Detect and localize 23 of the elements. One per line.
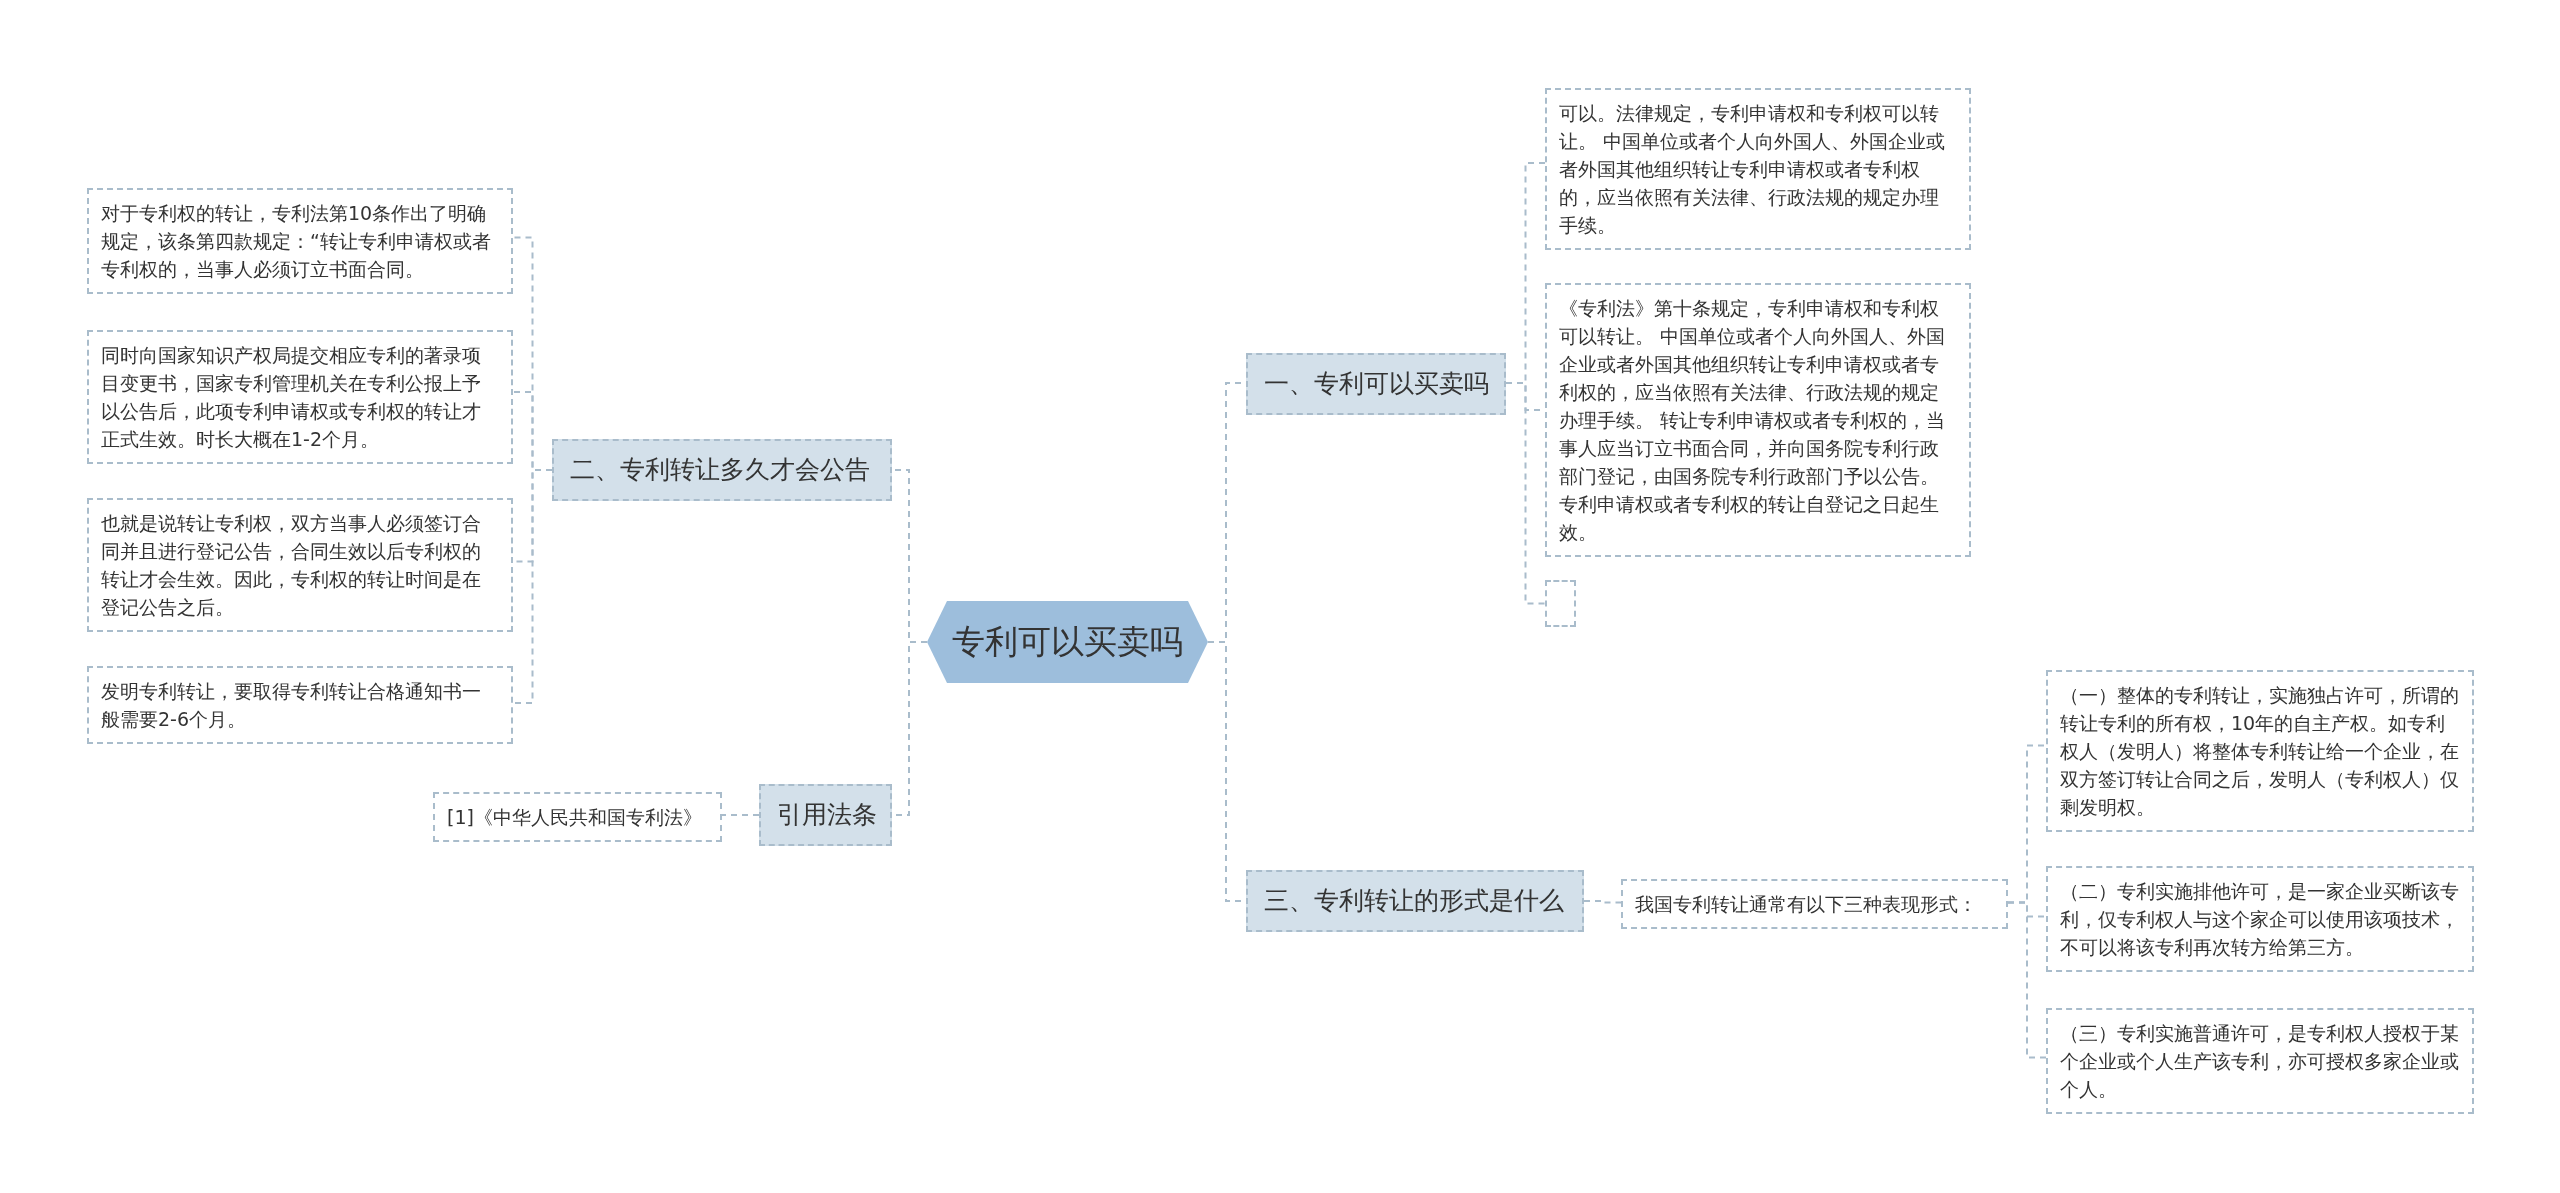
text-box: 我国专利转让通常有以下三种表现形式： [1621,879,2008,929]
topic-box: 二、专利转让多久才会公告 [552,439,892,501]
text-box: （一）整体的专利转让，实施独占许可，所谓的转让专利的所有权，10年的自主产权。如专利权人（发明人）将整体专利转让给一个企业，在双方签订转让合同之后，发明人（专利权人）仅剩发明权。 [2046,670,2474,832]
connector-line [721,814,760,816]
text-box: 同时向国家知识产权局提交相应专利的著录项目变更书，国家专利管理机关在专利公报上予以公告后，此项专利申请权或专利权的转让才正式生效。时长大概在1-2个月。 [87,330,513,464]
text-box: 《专利法》第十条规定，专利申请权和专利权可以转让。 中国单位或者个人向外国人、外国企业或者外国其他组织转让专利申请权或者专利权的，应当依照有关法律、行政法规的规定办理手续。 转让专利申请权或者专利权的，当事人应当订立书面合同，并向国务院专利行政部门登记，由国务院专利行政部门予以公告。专利申请权或者专利权的转让自登记之日起生效。 [1545,283,1971,557]
connector-line [1505,382,1546,605]
text-box: （三）专利实施普通许可，是专利权人授权于某个企业或个人生产该专利，亦可授权多家企业或个人。 [2046,1008,2474,1114]
topic-box: 引用法条 [759,784,892,846]
topic-box: 一、专利可以买卖吗 [1246,353,1506,415]
connector-line [512,469,553,704]
text-box: 也就是说转让专利权，双方当事人必须签订合同并且进行登记公告，合同生效以后专利权的转让才会生效。因此，专利权的转让时间是在登记公告之后。 [87,498,513,632]
text-box: [1]《中华人民共和国专利法》 [433,792,722,842]
text-box: 对于专利权的转让，专利法第10条作出了明确规定，该条第四款规定：“转让专利申请权或者专利权的，当事人必须订立书面合同。 [87,188,513,294]
connector-line [1583,900,1622,904]
central-topic-hexagon [927,601,1208,683]
text-box: 可以。法律规定，专利申请权和专利权可以转让。 中国单位或者个人向外国人、外国企业或者外国其他组织转让专利申请权或者专利权的，应当依照有关法律、行政法规的规定办理手续。 [1545,88,1971,250]
empty-box [1545,580,1576,627]
connector-line [2007,901,2047,1059]
topic-title: 专利可以买卖吗 [952,620,1183,663]
topic-box: 三、专利转让的形式是什么 [1246,870,1584,932]
text-box: （二）专利实施排他许可，是一家企业买断该专利，仅专利权人与这个家企可以使用该项技术，不可以将该专利再次转方给第三方。 [2046,866,2474,972]
text-box: 发明专利转让，要取得专利转让合格通知书一般需要2-6个月。 [87,666,513,744]
